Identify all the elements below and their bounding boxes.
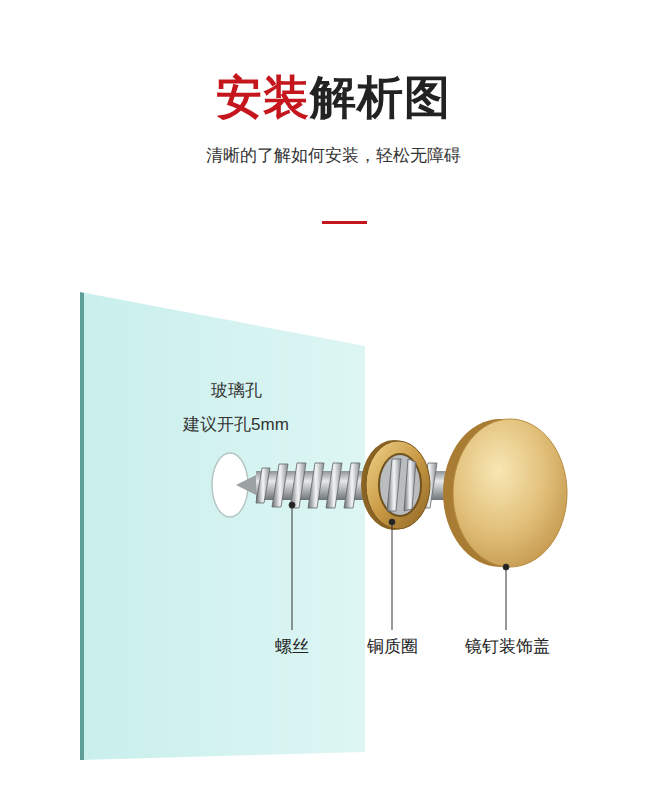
part-name: 螺丝 (275, 637, 309, 657)
ring-hole (379, 454, 421, 516)
decorative-cap (453, 419, 567, 567)
title-row: 安装解析图 (0, 70, 667, 125)
hole-label: 玻璃孔 (211, 381, 262, 401)
glass-pane (80, 292, 365, 760)
screw-thread (404, 459, 416, 511)
hole-note: 建议开孔5mm (183, 415, 289, 435)
screw-thread (326, 463, 342, 508)
screw-tip (236, 474, 258, 496)
part-name: 镜钉装饰盖 (465, 637, 550, 657)
leader-line (506, 567, 507, 630)
screw-thread (272, 464, 288, 507)
leader-dot (503, 564, 509, 570)
leader-dot (389, 519, 395, 525)
leader-line (292, 505, 293, 630)
part-name: 铜质圈 (367, 637, 418, 657)
screw-thread (344, 463, 360, 508)
screw-thread (308, 463, 324, 508)
divider-bar (322, 221, 367, 224)
screw-thread (256, 468, 270, 503)
glass-edge (80, 292, 84, 760)
screw-thread (290, 463, 306, 508)
copper-ring (366, 441, 430, 529)
leader-dot (289, 502, 295, 508)
title: 安装解析图 (216, 70, 451, 125)
leader-line (392, 522, 393, 630)
screw-thread (387, 459, 401, 511)
subtitle: 清晰的了解如何安装，轻松无障碍 (206, 146, 461, 166)
